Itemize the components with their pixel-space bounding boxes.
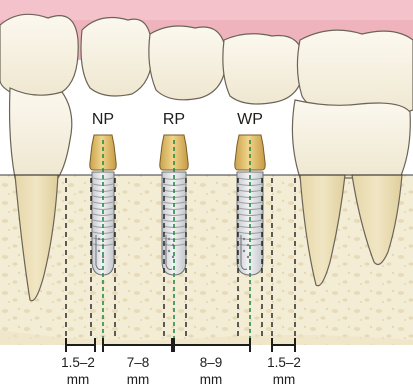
- distance-unit-2: mm: [127, 372, 150, 387]
- crown-far-left: [0, 14, 78, 97]
- distance-unit-1: mm: [67, 372, 90, 387]
- distance-value-2: 7–8: [127, 355, 150, 370]
- implant-label-wp: WP: [237, 111, 263, 128]
- distance-value-1: 1.5–2: [61, 355, 95, 370]
- distance-value-3: 8–9: [200, 355, 223, 370]
- distance-value-4: 1.5–2: [267, 355, 301, 370]
- implant-label-rp: RP: [163, 111, 185, 128]
- bone-region: [0, 175, 413, 345]
- crown-2: [81, 18, 152, 96]
- distance-unit-3: mm: [200, 372, 223, 387]
- distance-unit-4: mm: [273, 372, 296, 387]
- crown-4: [223, 34, 304, 104]
- crown-3: [149, 26, 226, 100]
- implant-label-np: NP: [92, 111, 114, 128]
